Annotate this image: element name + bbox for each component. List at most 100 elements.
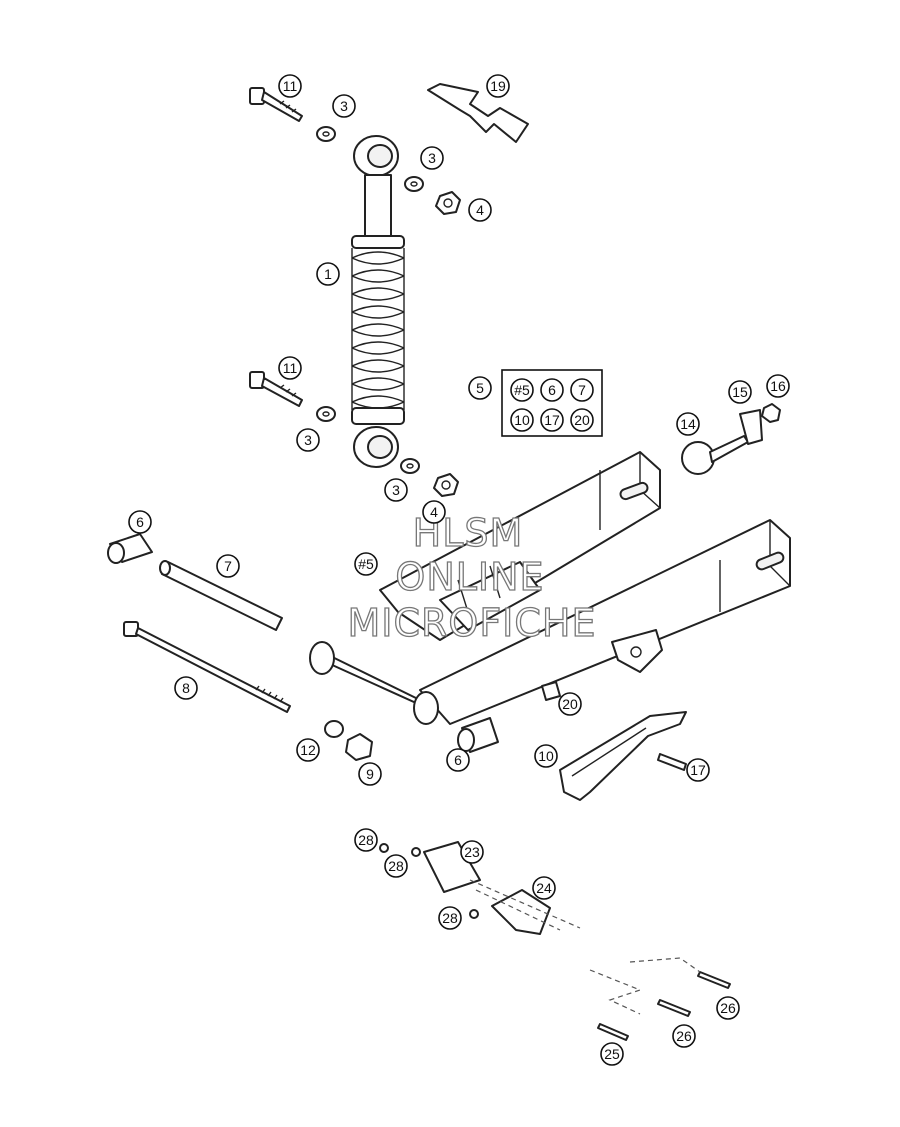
callout-number: 14 bbox=[680, 416, 696, 432]
callout-circle bbox=[460, 840, 484, 864]
callout-number: 3 bbox=[392, 482, 400, 498]
callout-c26a: 26 bbox=[716, 996, 740, 1020]
callout-number: 8 bbox=[182, 680, 190, 696]
callout-circle bbox=[384, 854, 408, 878]
kit-item-label: 6 bbox=[548, 382, 556, 398]
callout-c3c: 3 bbox=[296, 428, 320, 452]
kit-item-circle bbox=[540, 378, 564, 402]
spanner-tool bbox=[427, 83, 529, 143]
chain-slider bbox=[559, 711, 687, 801]
callout-circle bbox=[296, 428, 320, 452]
callout-c16: 16 bbox=[766, 374, 790, 398]
callout-circle bbox=[686, 758, 710, 782]
callout-number: #5 bbox=[358, 556, 374, 572]
callout-number: 17 bbox=[690, 762, 706, 778]
nut-9 bbox=[345, 733, 373, 761]
callout-c26b: 26 bbox=[672, 1024, 696, 1048]
callout-c11b: 11 bbox=[278, 356, 302, 380]
callout-circle bbox=[468, 376, 492, 400]
svg-text:MICROFICHE: MICROFICHE bbox=[347, 601, 596, 645]
callout-circle bbox=[716, 996, 740, 1020]
washers bbox=[316, 126, 424, 474]
callout-number: 9 bbox=[366, 766, 374, 782]
screw-17 bbox=[657, 753, 687, 771]
callout-circle bbox=[278, 74, 302, 98]
bushings bbox=[107, 533, 499, 753]
callout-number: 11 bbox=[283, 78, 298, 94]
kit-item: 7 bbox=[570, 378, 594, 402]
callout-c7: 7 bbox=[216, 554, 240, 578]
nut-16 bbox=[761, 403, 781, 423]
callout-number: 15 bbox=[732, 384, 748, 400]
callout-circle bbox=[420, 146, 444, 170]
callout-number: 6 bbox=[454, 752, 462, 768]
nuts bbox=[433, 191, 461, 497]
callout-c20: 20 bbox=[558, 692, 582, 716]
callout-number: 4 bbox=[430, 504, 438, 520]
callout-circle bbox=[558, 692, 582, 716]
callout-c25: 25 bbox=[600, 1042, 624, 1066]
kit-item: 6 bbox=[540, 378, 564, 402]
kit-item: 17 bbox=[540, 408, 564, 432]
callout-c23: 23 bbox=[460, 840, 484, 864]
callout-number: 1 bbox=[324, 266, 332, 282]
callout-number: 7 bbox=[224, 558, 232, 574]
callout-c3b: 3 bbox=[420, 146, 444, 170]
callout-c17: 17 bbox=[686, 758, 710, 782]
svg-text:ONLINE: ONLINE bbox=[395, 555, 544, 599]
callout-circle bbox=[128, 510, 152, 534]
shock-absorber bbox=[351, 135, 405, 468]
bolt-top bbox=[249, 87, 303, 122]
callout-number: 20 bbox=[562, 696, 578, 712]
callout-number: 26 bbox=[676, 1028, 692, 1044]
callout-circle bbox=[672, 1024, 696, 1048]
kit-item-label: 20 bbox=[574, 412, 590, 428]
kit-item-label: 7 bbox=[578, 382, 586, 398]
guide-23 bbox=[423, 841, 481, 893]
washer-12 bbox=[324, 720, 344, 738]
callout-c28b: 28 bbox=[384, 854, 408, 878]
callout-number: 28 bbox=[388, 858, 404, 874]
callout-c12: 12 bbox=[296, 738, 320, 762]
callout-number: 6 bbox=[136, 514, 144, 530]
bolt-middle bbox=[249, 371, 303, 407]
kit-item-circle bbox=[570, 378, 594, 402]
pivot-bolt bbox=[123, 621, 291, 713]
callout-c28a: 28 bbox=[354, 828, 378, 852]
callout-circle bbox=[358, 762, 382, 786]
callout-c8: 8 bbox=[174, 676, 198, 700]
kit-item: 20 bbox=[570, 408, 594, 432]
plate-15 bbox=[739, 409, 763, 445]
callout-number: 24 bbox=[536, 880, 552, 896]
callout-circle bbox=[766, 374, 790, 398]
screws-25-26 bbox=[589, 957, 731, 1041]
callout-c9: 9 bbox=[358, 762, 382, 786]
callout-c3a: 3 bbox=[332, 94, 356, 118]
callout-circle bbox=[216, 554, 240, 578]
callout-circle bbox=[446, 748, 470, 772]
callout-circle bbox=[174, 676, 198, 700]
callout-c6b: 6 bbox=[446, 748, 470, 772]
kit-item-circle bbox=[540, 408, 564, 432]
callout-c1: 1 bbox=[316, 262, 340, 286]
callout-circle bbox=[422, 500, 446, 524]
kit-item-circle bbox=[570, 408, 594, 432]
callout-c14: 14 bbox=[676, 412, 700, 436]
callout-circle bbox=[468, 198, 492, 222]
watermark: HLSM ONLINE MICROFICHE bbox=[347, 510, 596, 645]
callout-number: 25 bbox=[604, 1046, 620, 1062]
callout-c15: 15 bbox=[728, 380, 752, 404]
callout-number: 4 bbox=[476, 202, 484, 218]
callout-number: 28 bbox=[442, 910, 458, 926]
callout-circle bbox=[278, 356, 302, 380]
kit-item-label: #5 bbox=[514, 382, 530, 398]
callout-number: 19 bbox=[490, 78, 506, 94]
callout-circle bbox=[438, 906, 462, 930]
callout-number: 3 bbox=[340, 98, 348, 114]
callout-c6a: 6 bbox=[128, 510, 152, 534]
kit-item: 10 bbox=[510, 408, 534, 432]
spacer-14 bbox=[681, 441, 715, 475]
callout-c11a: 11 bbox=[278, 74, 302, 98]
callout-c28c: 28 bbox=[438, 906, 462, 930]
